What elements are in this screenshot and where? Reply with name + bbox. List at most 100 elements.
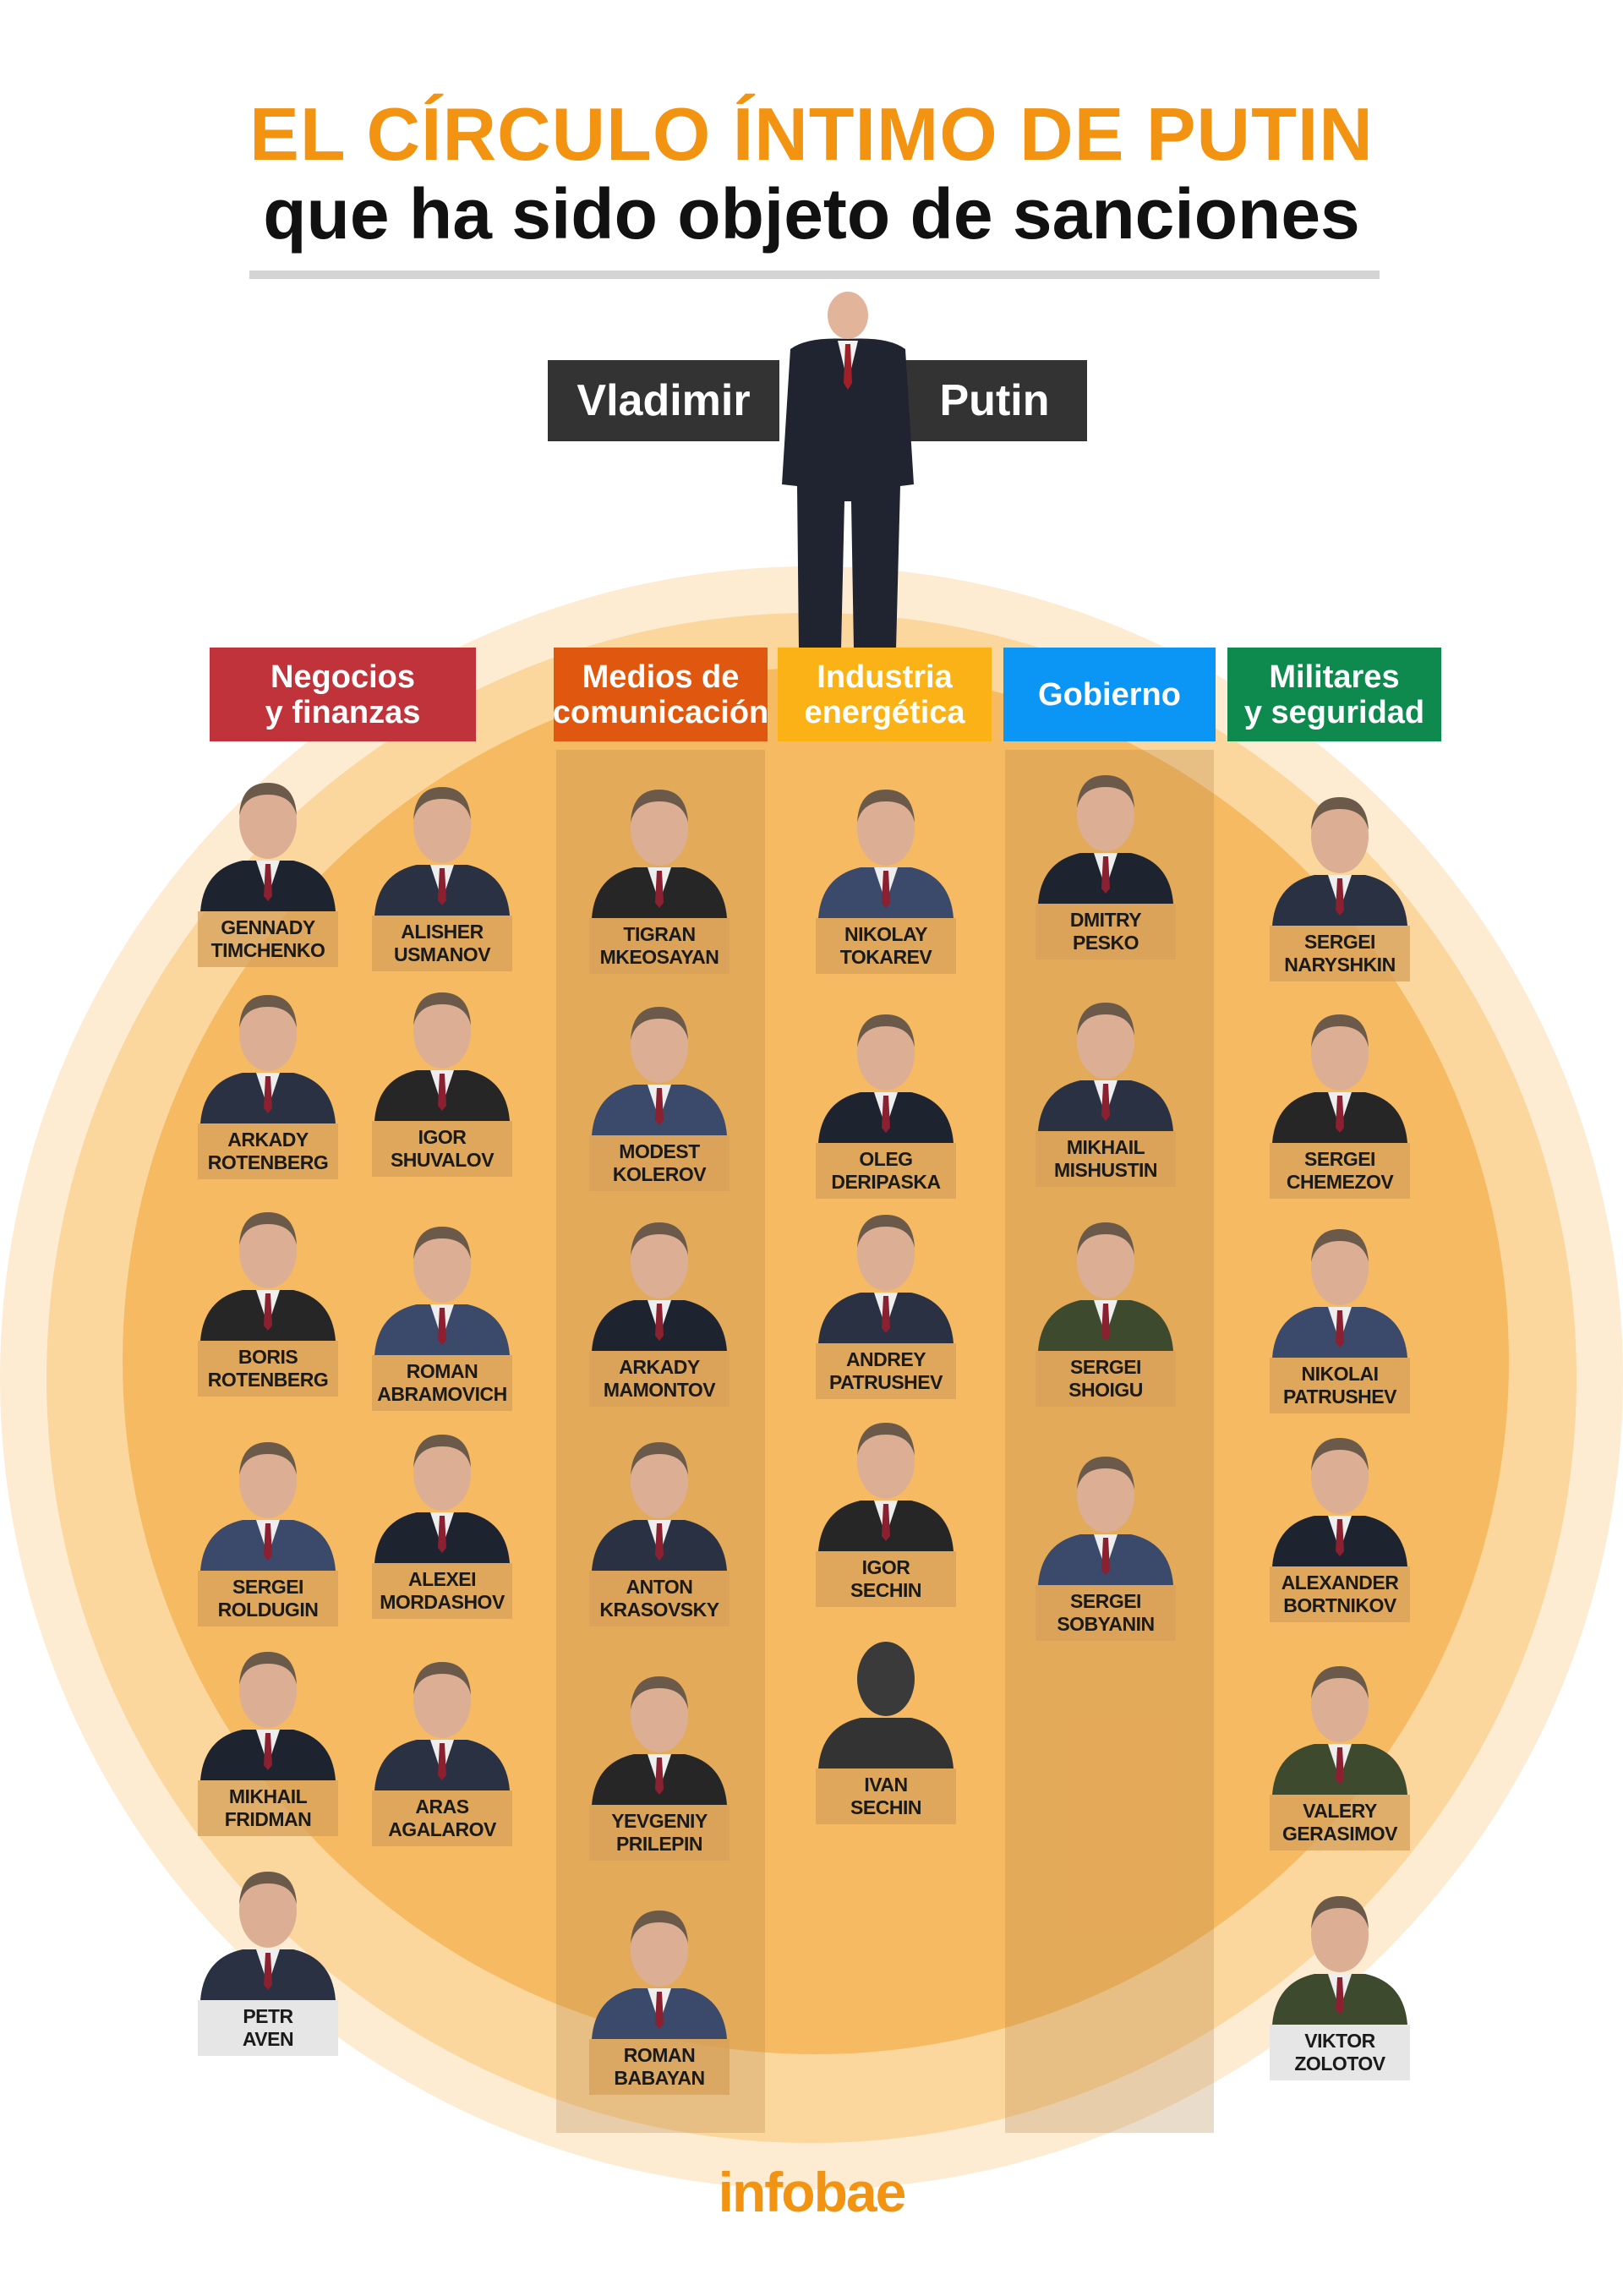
first-name: TIGRAN [623, 923, 696, 945]
person-photo [1272, 1014, 1407, 1143]
first-name: MIKHAIL [1066, 1136, 1145, 1158]
person-photo [592, 1911, 727, 2039]
first-name: DMITRY [1069, 909, 1142, 931]
last-name: FRIDMAN [224, 1808, 312, 1830]
first-name: IVAN [864, 1774, 908, 1796]
last-name: PRILEPIN [615, 1833, 703, 1855]
person-photo [1038, 1457, 1173, 1585]
person-name-label: ALEXANDER BORTNIKOV [1270, 1566, 1410, 1622]
person-name-label: SERGEI NARYSHKIN [1270, 926, 1410, 981]
gobierno-column-band [1005, 750, 1214, 2133]
person-name-label: NIKOLAY TOKAREV [816, 918, 956, 974]
silhouette-icon [818, 1642, 954, 1768]
person-card: DMITRY PESKO [1030, 762, 1182, 959]
person-card: NIKOLAI PATRUSHEV [1264, 1216, 1416, 1413]
person-card: VALERY GERASIMOV [1264, 1653, 1416, 1850]
first-name: ARKADY [227, 1129, 309, 1151]
first-name: NIKOLAY [844, 923, 927, 945]
first-name: OLEG [859, 1148, 913, 1170]
person-photo [818, 1014, 954, 1143]
person-card: NIKOLAY TOKAREV [810, 776, 962, 974]
person-photo [374, 1435, 510, 1563]
last-name: SECHIN [850, 1796, 921, 1818]
person-photo [592, 1222, 727, 1351]
leader-last-name: Putin [902, 360, 1087, 441]
last-name: ZOLOTOV [1294, 2053, 1385, 2075]
person-name-label: TIGRAN MKEOSAYAN [589, 918, 730, 974]
last-name: ROTENBERG [207, 1151, 329, 1173]
person-card: MODEST KOLEROV [583, 993, 735, 1191]
last-name: MISHUSTIN [1054, 1159, 1158, 1181]
person-card: ARKADY ROTENBERG [192, 981, 344, 1179]
person-photo [200, 1872, 336, 2000]
last-name: BORTNIKOV [1283, 1594, 1396, 1616]
last-name: SHUVALOV [390, 1149, 495, 1171]
last-name: AVEN [242, 2028, 294, 2050]
first-name: GENNADY [221, 916, 315, 938]
last-name: SOBYANIN [1057, 1613, 1155, 1635]
first-name: MODEST [619, 1140, 700, 1162]
person-card: ROMAN ABRAMOVICH [366, 1213, 518, 1411]
person-name-label: IVAN SECHIN [816, 1768, 956, 1824]
person-card: ARAS AGALAROV [366, 1648, 518, 1846]
person-photo [818, 1215, 954, 1343]
person-name-label: SERGEI CHEMEZOV [1270, 1143, 1410, 1199]
medios-column-band [556, 750, 765, 2133]
first-name: ROMAN [406, 1360, 478, 1382]
title-line-2: que ha sido objeto de sanciones [263, 174, 1360, 254]
person-name-label: IGOR SECHIN [816, 1551, 956, 1607]
person-name-label: MIKHAIL MISHUSTIN [1036, 1131, 1176, 1187]
person-card: ANDREY PATRUSHEV [810, 1201, 962, 1399]
person-card: SERGEI CHEMEZOV [1264, 1001, 1416, 1199]
person-photo [1038, 775, 1173, 904]
person-card: GENNADY TIMCHENKO [192, 769, 344, 967]
person-card: SERGEI ROLDUGIN [192, 1429, 344, 1626]
person-name-label: VALERY GERASIMOV [1270, 1795, 1410, 1850]
person-photo [1038, 1222, 1173, 1351]
person-name-label: YEVGENIY PRILEPIN [589, 1805, 730, 1861]
first-name: ANTON [626, 1576, 693, 1598]
person-name-label: ALISHER USMANOV [372, 916, 512, 971]
person-photo [374, 1227, 510, 1355]
person-photo [1038, 1003, 1173, 1131]
first-name: SERGEI [1070, 1590, 1141, 1612]
last-name: TIMCHENKO [210, 939, 325, 961]
first-name: ALISHER [401, 921, 484, 943]
first-name: ALEXEI [407, 1568, 477, 1590]
person-photo [592, 790, 727, 918]
person-card: MIKHAIL FRIDMAN [192, 1638, 344, 1836]
person-name-label: ARAS AGALAROV [372, 1790, 512, 1846]
first-name: VIKTOR [1304, 2030, 1375, 2052]
person-card: SERGEI SHOIGU [1030, 1209, 1182, 1407]
first-name: MIKHAIL [228, 1785, 308, 1807]
person-name-label: GENNADY TIMCHENKO [198, 911, 338, 967]
person-photo [592, 1442, 727, 1571]
last-name: PESKO [1072, 932, 1139, 954]
last-name: GERASIMOV [1281, 1823, 1398, 1845]
last-name: NARYSHKIN [1284, 954, 1396, 976]
person-photo [374, 1662, 510, 1790]
person-name-label: SERGEI ROLDUGIN [198, 1571, 338, 1626]
person-photo [1272, 1438, 1407, 1566]
person-photo [200, 1652, 336, 1780]
last-name: SHOIGU [1068, 1379, 1143, 1401]
first-name: SERGEI [1304, 931, 1375, 953]
first-name: ROMAN [623, 2044, 696, 2066]
person-name-label: ANTON KRASOVSKY [589, 1571, 730, 1626]
person-card: VIKTOR ZOLOTOV [1264, 1883, 1416, 2080]
first-name: BORIS [238, 1346, 298, 1368]
leader-first-name: Vladimir [548, 360, 779, 441]
first-name: ALEXANDER [1281, 1572, 1399, 1594]
first-name: VALERY [1303, 1800, 1377, 1822]
last-name: AGALAROV [388, 1818, 496, 1840]
person-card: ARKADY MAMONTOV [583, 1209, 735, 1407]
last-name: PATRUSHEV [1283, 1386, 1396, 1408]
person-name-label: ROMAN ABRAMOVICH [372, 1355, 512, 1411]
last-name: ROLDUGIN [217, 1599, 319, 1621]
person-card: IGOR SECHIN [810, 1409, 962, 1607]
first-name: NIKOLAI [1301, 1363, 1379, 1385]
category-gobierno: Gobierno [1003, 648, 1216, 741]
